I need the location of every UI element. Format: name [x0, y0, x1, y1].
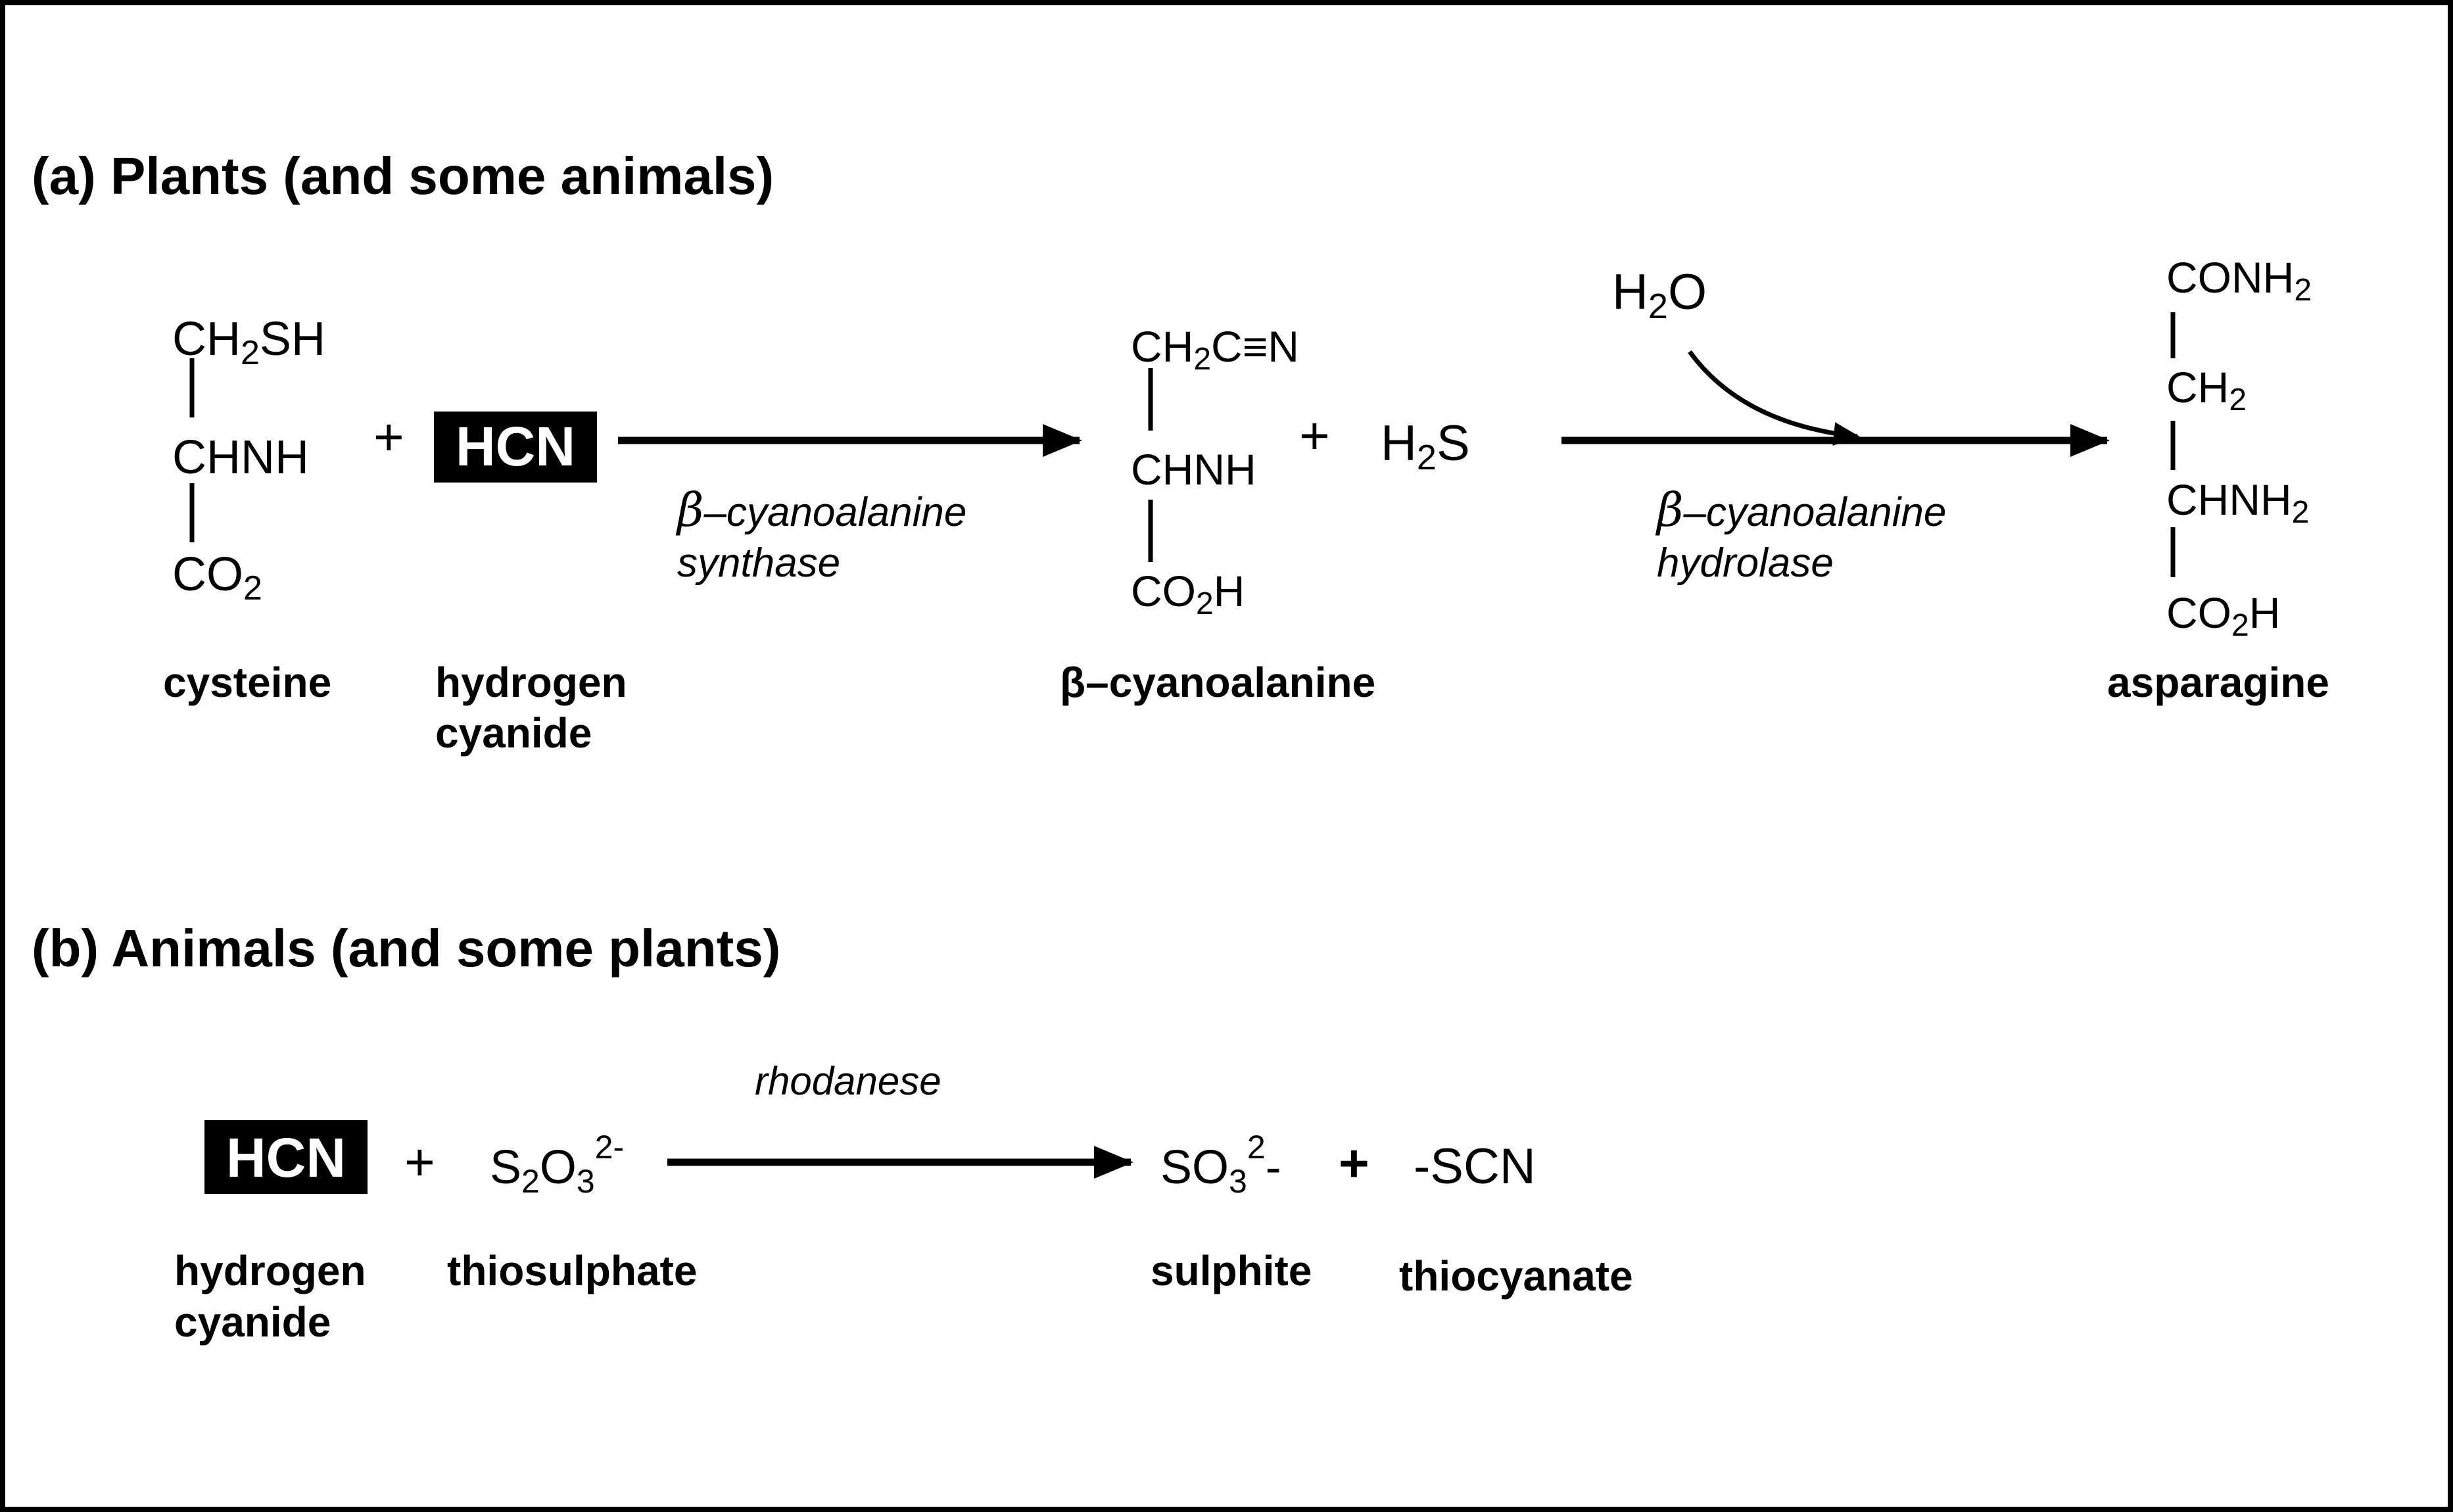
hcn-box-a: HCN — [434, 412, 597, 483]
panel-a-heading: (a) Plants (and some animals) — [32, 147, 774, 205]
plus-sign-a2: + — [1299, 406, 1330, 465]
sulphite-formula: SO32- — [1160, 1129, 1281, 1200]
hcn-formula-b: HCN — [226, 1127, 346, 1189]
cysteine-structure: CH2SH CHNH CO2 cysteine — [163, 313, 331, 706]
cysteine-name: cysteine — [163, 659, 331, 706]
plus-sign-a1: + — [373, 408, 404, 466]
plus-sign-b2: + — [1339, 1134, 1369, 1193]
enzyme-rhodanese: rhodanese — [755, 1059, 941, 1103]
thiosulphate-formula: S2O32- — [490, 1129, 624, 1200]
asparagine-line1: CONH2 — [2166, 253, 2312, 308]
plus-sign-b1: + — [404, 1133, 435, 1191]
enzyme-b-cyanoalanine-hydrolase-line1: β–cyanoalanine — [1655, 483, 1946, 537]
cyanoalanine-structure: CH2C≡N CHNH CO2H β–cyanoalanine — [1060, 322, 1375, 706]
hydrogen-cyanide-name-a1: hydrogen — [435, 659, 627, 706]
cyanoalanine-line2: CHNH — [1131, 445, 1256, 494]
cyanoalanine-line1: CH2C≡N — [1131, 322, 1299, 377]
cysteine-line2: CHNH — [172, 431, 309, 484]
asparagine-name: asparagine — [2107, 659, 2329, 706]
h2s-formula: H2S — [1381, 415, 1470, 477]
sulphite-name: sulphite — [1151, 1247, 1312, 1294]
hydrogen-cyanide-name-a2: cyanide — [435, 709, 592, 757]
asparagine-structure: CONH2 CH2 CHNH2 CO2H asparagine — [2107, 253, 2329, 706]
panel-b-heading: (b) Animals (and some plants) — [32, 919, 780, 978]
water-input-arrow — [1688, 350, 1860, 446]
hydrogen-cyanide-name-b1: hydrogen — [174, 1247, 366, 1294]
enzyme-b-cyanoalanine-hydrolase-line2: hydrolase — [1657, 540, 1834, 586]
thiocyanate-name: thiocyanate — [1399, 1252, 1633, 1300]
hcn-box-b: HCN — [204, 1120, 368, 1194]
enzyme-b-cyanoalanine-synthase-line1: β–cyanoalanine — [675, 483, 966, 537]
cysteine-line1: CH2SH — [172, 313, 325, 372]
enzyme-b-cyanoalanine-synthase-line2: synthase — [677, 540, 840, 586]
thiocyanate-formula: -SCN — [1414, 1139, 1536, 1194]
cysteine-line3: CO2 — [172, 548, 262, 607]
asparagine-line2: CH2 — [2166, 363, 2247, 417]
thiosulphate-name: thiosulphate — [447, 1247, 697, 1294]
cyanoalanine-line3: CO2H — [1131, 567, 1245, 621]
cyanoalanine-name: β–cyanoalanine — [1060, 659, 1375, 706]
hcn-formula-a: HCN — [456, 415, 575, 477]
asparagine-line4: CO2H — [2166, 588, 2280, 643]
hydrogen-cyanide-name-b2: cyanide — [174, 1298, 331, 1346]
water-formula: H2O — [1612, 264, 1707, 326]
asparagine-line3: CHNH2 — [2166, 475, 2309, 530]
